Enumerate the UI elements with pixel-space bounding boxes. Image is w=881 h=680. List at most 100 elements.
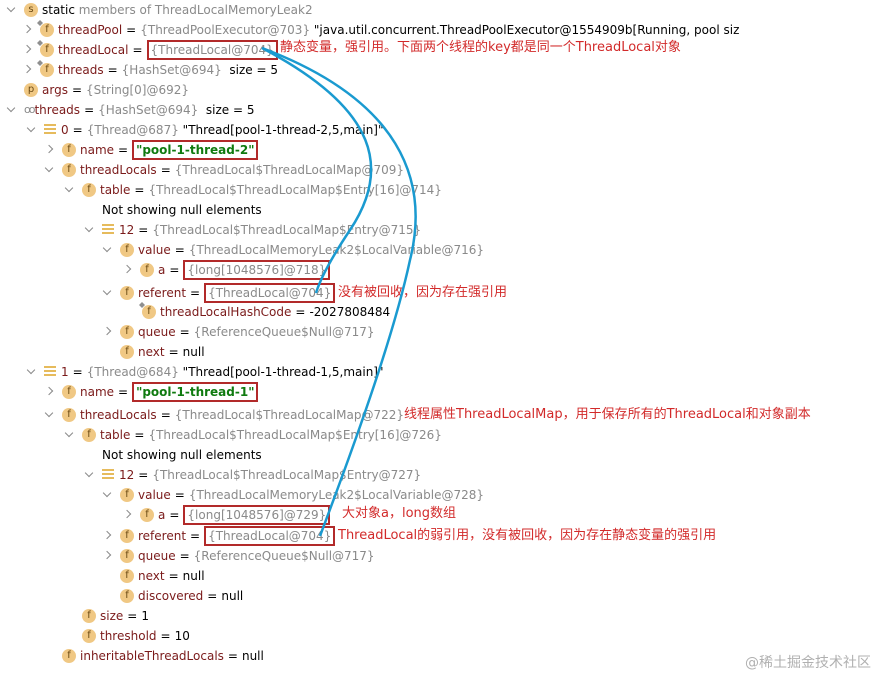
field-name: name: [80, 385, 115, 399]
chevron-right-icon[interactable]: [102, 546, 114, 566]
field-value: "java.util.concurrent.ThreadPoolExecutor…: [313, 23, 740, 37]
thread-1-size-row: f size= 1: [64, 606, 149, 626]
field-name: args: [42, 83, 68, 97]
field-icon: f: [120, 529, 134, 543]
field-icon: f: [82, 183, 96, 197]
field-ref: {ReferenceQueue$Null@717}: [193, 325, 375, 339]
thread-1-queue-row[interactable]: f queue= {ReferenceQueue$Null@717}: [102, 546, 375, 566]
thread-1-value-row[interactable]: f value= {ThreadLocalMemoryLeak2$LocalVa…: [102, 485, 484, 505]
chevron-right-icon[interactable]: [22, 20, 34, 40]
field-name: threadLocals: [80, 408, 157, 422]
field-name: value: [138, 243, 171, 257]
field-ref: {String[0]@692}: [86, 83, 189, 97]
chevron-down-icon[interactable]: [64, 180, 76, 200]
thread-1-threadlocals-row[interactable]: f threadLocals= {ThreadLocal$ThreadLocal…: [44, 405, 404, 425]
field-icon: f: [120, 325, 134, 339]
array-element-icon: [44, 366, 56, 378]
field-ref: {Thread@687}: [86, 123, 179, 137]
static-members-row[interactable]: s static members of ThreadLocalMemoryLea…: [6, 0, 313, 20]
chevron-right-icon[interactable]: [102, 526, 114, 546]
thread-0-referent-row[interactable]: f referent= {ThreadLocal@704}: [102, 283, 336, 303]
chevron-right-icon[interactable]: [122, 260, 134, 280]
field-value: null: [221, 589, 244, 603]
field-icon: f: [62, 143, 76, 157]
highlighted-ref: {ThreadLocal@704}: [204, 526, 336, 546]
field-name: threadPool: [58, 23, 123, 37]
chevron-down-icon[interactable]: [84, 465, 96, 485]
thread-1-table-row[interactable]: f table= {ThreadLocal$ThreadLocalMap$Ent…: [64, 425, 442, 445]
field-icon: f: [120, 488, 134, 502]
thread-1-referent-row[interactable]: f referent= {ThreadLocal@704}: [102, 526, 336, 546]
field-name: referent: [138, 529, 187, 543]
field-name: threadLocals: [80, 163, 157, 177]
chevron-right-icon[interactable]: [22, 60, 34, 80]
static-field-icon: f: [40, 23, 54, 37]
field-icon: f: [140, 508, 154, 522]
field-icon: f: [62, 408, 76, 422]
chevron-down-icon[interactable]: [102, 485, 114, 505]
field-ref: {ThreadLocal$ThreadLocalMap$Entry[16]@72…: [148, 428, 442, 442]
array-element-icon: [102, 224, 114, 236]
chevron-right-icon[interactable]: [22, 40, 34, 60]
field-value: size = 5: [205, 103, 255, 117]
field-ref: {ThreadLocal$ThreadLocalMap@709}: [174, 163, 405, 177]
chevron-down-icon[interactable]: [26, 362, 38, 382]
chevron-right-icon[interactable]: [122, 505, 134, 525]
chevron-down-icon[interactable]: [6, 0, 18, 20]
field-icon: f: [82, 629, 96, 643]
chevron-right-icon[interactable]: [44, 140, 56, 160]
chevron-down-icon[interactable]: [44, 160, 56, 180]
watermark: @稀土掘金技术社区: [745, 655, 871, 671]
chevron-down-icon[interactable]: [64, 425, 76, 445]
thread-0-name-row[interactable]: f name= "pool-1-thread-2": [44, 140, 259, 160]
annotation-static-var: 静态变量，强引用。下面两个线程的key都是同一个ThreadLocal对象: [280, 40, 681, 55]
thread-0-value-row[interactable]: f value= {ThreadLocalMemoryLeak2$LocalVa…: [102, 240, 484, 260]
thread-0-a-row[interactable]: f a= {long[1048576]@718}: [122, 260, 331, 280]
chevron-down-icon[interactable]: [6, 100, 18, 120]
field-name: threadLocal: [58, 43, 129, 57]
chevron-down-icon[interactable]: [84, 220, 96, 240]
field-ref: {ThreadPoolExecutor@703}: [140, 23, 311, 37]
field-icon: f: [120, 589, 134, 603]
static-field-icon: f: [142, 305, 156, 319]
thread-0-threadlocals-row[interactable]: f threadLocals= {ThreadLocal$ThreadLocal…: [44, 160, 404, 180]
thread-1-inheritable-row: f inheritableThreadLocals= null: [44, 646, 264, 666]
threads-row[interactable]: oo threads= {HashSet@694} size = 5: [6, 100, 254, 120]
element-index: 0: [61, 123, 69, 137]
field-icon: f: [120, 345, 134, 359]
field-value: 1: [141, 609, 149, 623]
chevron-down-icon[interactable]: [26, 120, 38, 140]
chevron-down-icon[interactable]: [102, 240, 114, 260]
field-icon: f: [140, 263, 154, 277]
field-name: table: [100, 428, 131, 442]
chevron-down-icon[interactable]: [102, 283, 114, 303]
thread-0-queue-row[interactable]: f queue= {ReferenceQueue$Null@717}: [102, 322, 375, 342]
threads-static-row[interactable]: f threads= {HashSet@694} size = 5: [22, 60, 278, 80]
thread-name-value: "pool-1-thread-1": [132, 382, 259, 402]
thread-1-entry-row[interactable]: 12= {ThreadLocal$ThreadLocalMap$Entry@72…: [84, 465, 421, 485]
thread-name-value: "pool-1-thread-2": [132, 140, 259, 160]
thread-0-row[interactable]: 0= {Thread@687} "Thread[pool-1-thread-2,…: [26, 120, 384, 140]
chevron-down-icon[interactable]: [44, 405, 56, 425]
field-name: threads: [58, 63, 104, 77]
parameter-icon: p: [24, 83, 38, 97]
thread-1-a-row[interactable]: f a= {long[1048576]@729}: [122, 505, 331, 525]
annotation-weak-ref: ThreadLocal的弱引用，没有被回收，因为存在静态变量的强引用: [338, 528, 717, 543]
thread-0-table-row[interactable]: f table= {ThreadLocal$ThreadLocalMap$Ent…: [64, 180, 442, 200]
thread-0-null-note: Not showing null elements: [102, 203, 262, 217]
highlighted-ref: {ThreadLocal@704}: [146, 40, 278, 60]
thread-1-row[interactable]: 1= {Thread@684} "Thread[pool-1-thread-1,…: [26, 362, 384, 382]
element-index: 1: [61, 365, 69, 379]
chevron-right-icon[interactable]: [44, 382, 56, 402]
args-row[interactable]: p args= {String[0]@692}: [6, 80, 189, 100]
thread-1-name-row[interactable]: f name= "pool-1-thread-1": [44, 382, 259, 402]
field-name: threshold: [100, 629, 157, 643]
field-ref: {Thread@684}: [86, 365, 179, 379]
field-name: inheritableThreadLocals: [80, 649, 224, 663]
threadpool-row[interactable]: f threadPool= {ThreadPoolExecutor@703} "…: [22, 20, 739, 40]
chevron-right-icon[interactable]: [102, 322, 114, 342]
threadlocal-row[interactable]: f threadLocal= {ThreadLocal@704}: [22, 40, 278, 60]
element-index: 12: [119, 223, 135, 237]
thread-0-entry-row[interactable]: 12= {ThreadLocal$ThreadLocalMap$Entry@71…: [84, 220, 421, 240]
highlighted-ref: {ThreadLocal@704}: [204, 283, 336, 303]
